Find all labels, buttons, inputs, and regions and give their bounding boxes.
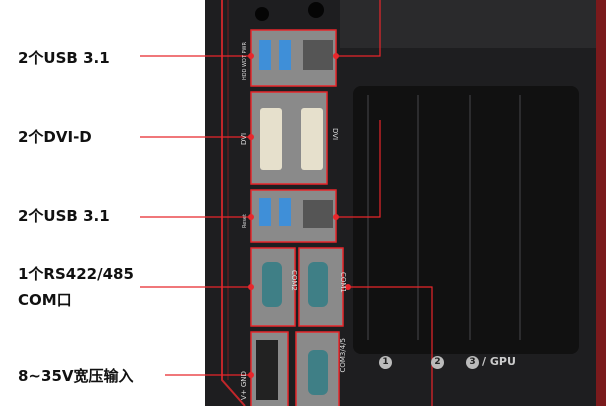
com1-marking: COM1 xyxy=(339,272,347,293)
reset-marking: Reset xyxy=(242,214,248,228)
com2-marking: COM2 xyxy=(290,270,298,291)
dvi-marking-2: DVI xyxy=(331,128,339,140)
label-usb-bottom: 2个USB 3.1 xyxy=(18,207,110,225)
slot-2-number: 2 xyxy=(431,356,444,369)
dvi-marking: DVI xyxy=(240,133,248,145)
label-usb-top: 2个USB 3.1 xyxy=(18,49,110,67)
label-com-line2: COM口 xyxy=(18,291,72,309)
led-marking: HDD WDT PWR xyxy=(242,42,248,80)
power-marking: V+ GND xyxy=(240,371,248,400)
com345-marking: COM3/4/5 xyxy=(339,338,347,373)
label-power: 8~35V宽压输入 xyxy=(18,367,134,385)
label-dvi: 2个DVI-D xyxy=(18,128,92,146)
expansion-slots xyxy=(367,95,521,340)
slot-1-number: 1 xyxy=(379,356,392,369)
label-com-line1: 1个RS422/485 xyxy=(18,265,134,283)
gpu-label: / GPU xyxy=(482,355,516,368)
slot-3-number: 3 xyxy=(466,356,479,369)
